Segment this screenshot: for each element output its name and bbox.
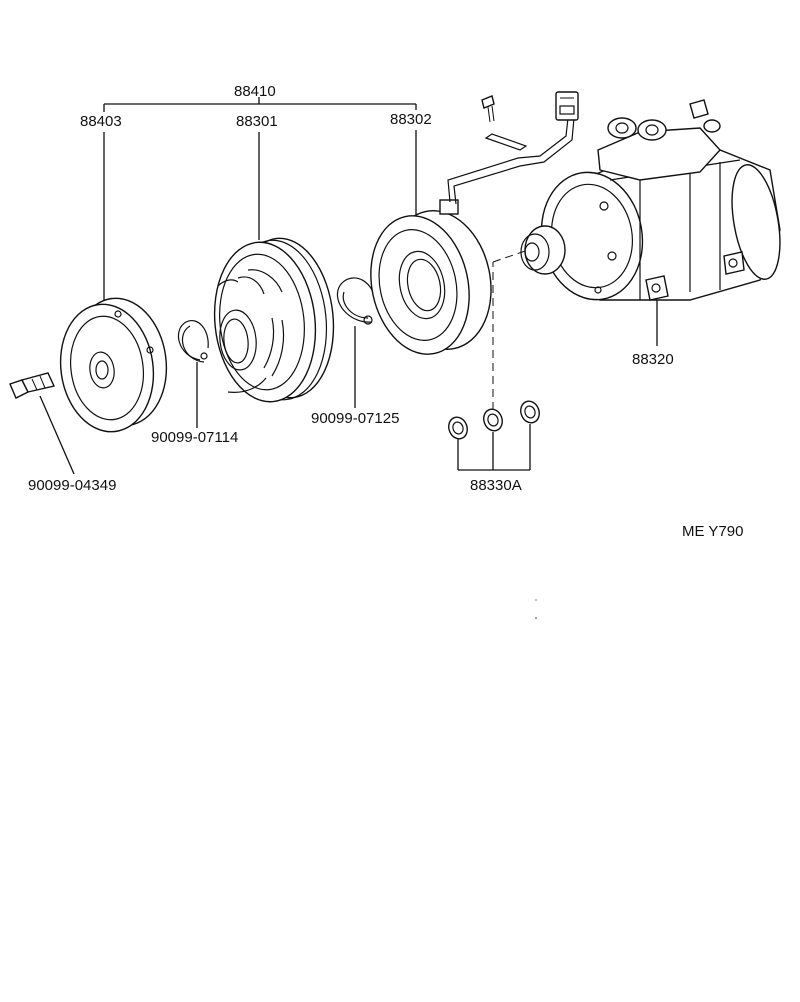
- label-stator: 88302: [390, 111, 432, 128]
- leader-lines: [39, 97, 658, 475]
- stator-part: [370, 199, 492, 355]
- label-bolt: 90099-04349: [28, 477, 116, 494]
- diagram-code: ME Y790: [682, 523, 743, 540]
- speck: [535, 599, 537, 601]
- pulley-part: [213, 237, 335, 403]
- label-pulley: 88301: [236, 113, 278, 130]
- wiring-harness-part: [447, 91, 579, 205]
- speck: [535, 617, 537, 619]
- label-compressor: 88320: [632, 351, 674, 368]
- label-pressure-plate: 88403: [80, 113, 122, 130]
- shims-part: [448, 400, 540, 440]
- label-shims: 88330A: [470, 477, 522, 494]
- snap-ring-large-part: [336, 277, 373, 325]
- snap-ring-small-part: [177, 320, 209, 363]
- compressor-part: [520, 99, 781, 301]
- label-clutch-assy: 88410: [234, 83, 276, 100]
- label-snap-ring-large: 90099-07125: [311, 410, 399, 427]
- pressure-plate-part: [59, 297, 168, 433]
- bolt-part: [9, 372, 55, 399]
- label-snap-ring-small: 90099-07114: [151, 429, 238, 446]
